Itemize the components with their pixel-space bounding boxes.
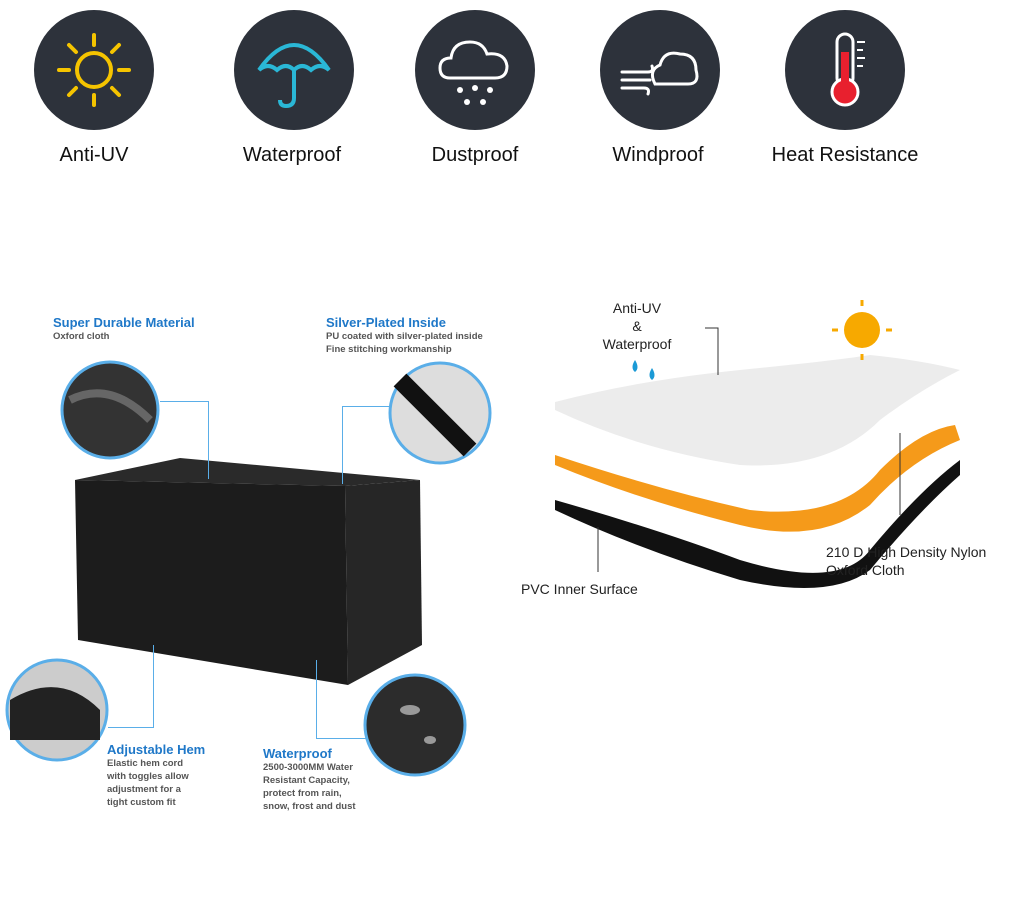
feature-label: Windproof (612, 144, 704, 166)
cloud-dust-icon (415, 10, 535, 130)
callout-desc: 2500-3000MM Water (263, 762, 353, 773)
callout-desc: Elastic hem cord (107, 758, 184, 769)
callout-desc: Oxford cloth (53, 331, 110, 342)
feature-label: Anti-UV (59, 144, 129, 166)
layer-label-top: Anti-UV & Waterproof (597, 299, 677, 353)
callout-desc: with toggles allow (107, 771, 189, 782)
umbrella-icon (234, 10, 354, 130)
callout-title: Silver-Plated Inside (326, 315, 446, 330)
callout-desc: snow, frost and dust (263, 801, 356, 812)
callout-title: Adjustable Hem (107, 742, 206, 757)
thermometer-icon (785, 10, 905, 130)
callout-desc: protect from rain, (263, 788, 342, 799)
layer-label-middle: 210 D High Density Nylon Oxford Cloth (826, 543, 986, 579)
callout-title: Super Durable Material (53, 315, 195, 330)
callout-desc: Resistant Capacity, (263, 775, 350, 786)
cover-illustration (5, 360, 492, 777)
feature-label: Waterproof (242, 144, 342, 166)
wind-cloud-icon (600, 10, 720, 130)
layer-label: Oxford Cloth (826, 562, 905, 578)
callout-desc: adjustment for a (107, 784, 181, 795)
callout-title: Waterproof (263, 746, 332, 761)
sun-icon (34, 10, 154, 130)
callout-desc: tight custom fit (107, 797, 176, 808)
callout-desc: PU coated with silver-plated inside (326, 331, 483, 342)
feature-label: Heat Resistance (771, 144, 919, 166)
fabric-layers-illustration (555, 300, 960, 588)
layer-label: 210 D High Density Nylon (826, 544, 987, 560)
layer-label: & (632, 318, 642, 334)
layer-label: PVC Inner Surface (521, 581, 638, 597)
layer-label: Waterproof (602, 336, 672, 352)
feature-label: Dustproof (431, 144, 519, 166)
layer-label: Anti-UV (612, 300, 662, 316)
callout-desc: Fine stitching workmanship (326, 344, 452, 355)
